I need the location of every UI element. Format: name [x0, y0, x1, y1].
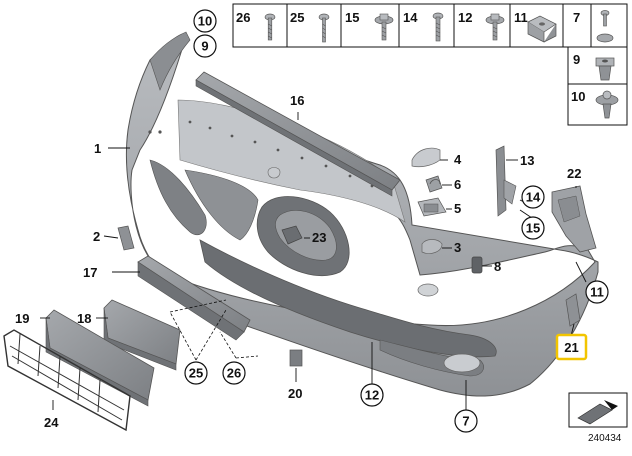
- part-23-clip: [281, 225, 303, 245]
- callout-circle-9: 9: [193, 34, 217, 58]
- part-6-bracket: [425, 175, 443, 193]
- callout-23: 23: [312, 230, 326, 245]
- orientation-icon: [568, 392, 628, 428]
- callout-circle-7: 7: [454, 409, 478, 433]
- callout-circle-25: 25: [184, 361, 208, 385]
- callout-5: 5: [454, 201, 461, 216]
- svg-text:14: 14: [526, 190, 541, 205]
- callout-circle-14: 14: [521, 185, 545, 209]
- callout-16: 16: [290, 93, 304, 108]
- callout-circle-10: 10: [193, 9, 217, 33]
- legend-number-7: 7: [573, 10, 580, 25]
- legend-number-9: 9: [573, 52, 580, 67]
- callout-24: 24: [44, 415, 59, 430]
- callout-2: 2: [93, 229, 100, 244]
- part-20-clip: [289, 349, 303, 367]
- legend-number-15: 15: [345, 10, 359, 25]
- part-2-clip: [117, 225, 135, 251]
- svg-text:21: 21: [564, 340, 578, 355]
- screw-icon: [596, 10, 614, 43]
- expanding-nut-icon: [595, 57, 615, 81]
- part-8-clip: [471, 256, 483, 274]
- legend-number-10: 10: [571, 89, 585, 104]
- callout-18: 18: [77, 311, 91, 326]
- svg-text:9: 9: [201, 39, 208, 54]
- screw-icon: [264, 13, 276, 41]
- callout-circle-26: 26: [222, 361, 246, 385]
- svg-text:26: 26: [227, 366, 241, 381]
- callout-3: 3: [454, 240, 461, 255]
- legend-number-25: 25: [290, 10, 304, 25]
- diagram-number: 240434: [588, 433, 622, 444]
- part-17-plate: [137, 255, 251, 341]
- callout-4: 4: [454, 152, 462, 167]
- callout-circle-11: 11: [585, 280, 609, 304]
- callout-13: 13: [520, 153, 534, 168]
- part-22-guide: [551, 185, 597, 253]
- part-18-plate: [103, 299, 181, 371]
- fastener-legend: 26 25 15 14 12 11 7 9 10: [232, 3, 628, 126]
- part-13-bracket: [495, 145, 517, 217]
- screw-icon: [432, 12, 444, 42]
- callout-circle-12: 12: [360, 383, 384, 407]
- clip-nut-icon: [527, 15, 557, 43]
- callout-circle-15: 15: [521, 216, 545, 240]
- callout-17: 17: [83, 265, 97, 280]
- callout-19: 19: [15, 311, 29, 326]
- flange-screw-icon: [485, 13, 505, 41]
- svg-text:25: 25: [189, 366, 203, 381]
- part-4-cover: [411, 147, 441, 168]
- legend-number-12: 12: [458, 10, 472, 25]
- screw-icon: [318, 13, 330, 43]
- part-3-bracket: [421, 239, 443, 254]
- part-24-grid-frame: [3, 329, 131, 432]
- flange-screw-icon: [374, 13, 394, 41]
- svg-text:10: 10: [198, 14, 212, 29]
- callout-highlight-21: 21: [555, 333, 588, 361]
- callout-6: 6: [454, 177, 461, 192]
- svg-text:15: 15: [526, 221, 540, 236]
- dashed-leaders: [169, 299, 259, 361]
- callout-8: 8: [494, 259, 501, 274]
- part-21-bracket: [565, 293, 581, 327]
- callout-1: 1: [94, 141, 101, 156]
- part-5-bracket: [417, 197, 447, 217]
- svg-text:12: 12: [365, 388, 379, 403]
- legend-number-14: 14: [403, 10, 418, 25]
- legend-number-26: 26: [236, 10, 250, 25]
- svg-text:11: 11: [590, 285, 604, 300]
- front-bumper-trim-panel: [125, 31, 599, 397]
- svg-text:7: 7: [462, 414, 469, 429]
- callout-22: 22: [567, 166, 581, 181]
- legend-number-11: 11: [514, 10, 528, 25]
- part-19-plate: [45, 309, 155, 407]
- expanding-rivet-icon: [595, 90, 619, 119]
- part-16-upper-strip: [195, 71, 401, 197]
- callout-20: 20: [288, 386, 302, 401]
